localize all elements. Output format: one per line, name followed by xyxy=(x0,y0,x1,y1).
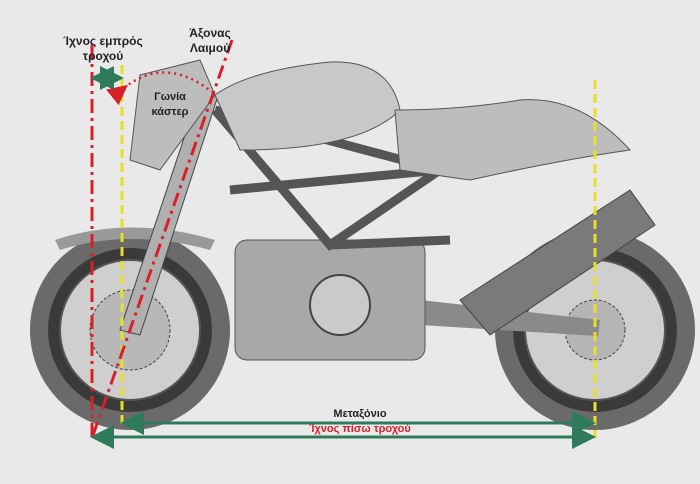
rear-trail-label: Ίχνος πίσω τροχού xyxy=(309,423,411,435)
caster-angle-label-line1: Γωνία xyxy=(154,91,186,103)
front-trail-label-line2: τροχού xyxy=(82,49,124,63)
caster-angle-label: Γωνία κάστερ xyxy=(140,90,200,120)
wheelbase-label: Μεταξόνιο xyxy=(333,408,387,420)
caster-angle-arc xyxy=(106,71,213,106)
steering-axis-label: Άξονας Λαιμού xyxy=(180,26,240,56)
caster-angle-label-line2: κάστερ xyxy=(151,106,189,118)
headlight-fairing xyxy=(129,59,216,171)
steering-axis-line xyxy=(90,39,234,439)
steering-axis-label-line2: Λαιμού xyxy=(189,41,231,55)
steering-axis-label-line1: Άξονας xyxy=(189,26,231,40)
front-trail-label: Ίχνος εμπρός τροχού xyxy=(58,34,148,64)
fuel-tank xyxy=(214,61,401,151)
exhaust xyxy=(459,189,656,336)
seat xyxy=(394,99,632,181)
front-trail-label-line1: Ίχνος εμπρός xyxy=(63,34,143,48)
front-fender xyxy=(55,227,215,250)
